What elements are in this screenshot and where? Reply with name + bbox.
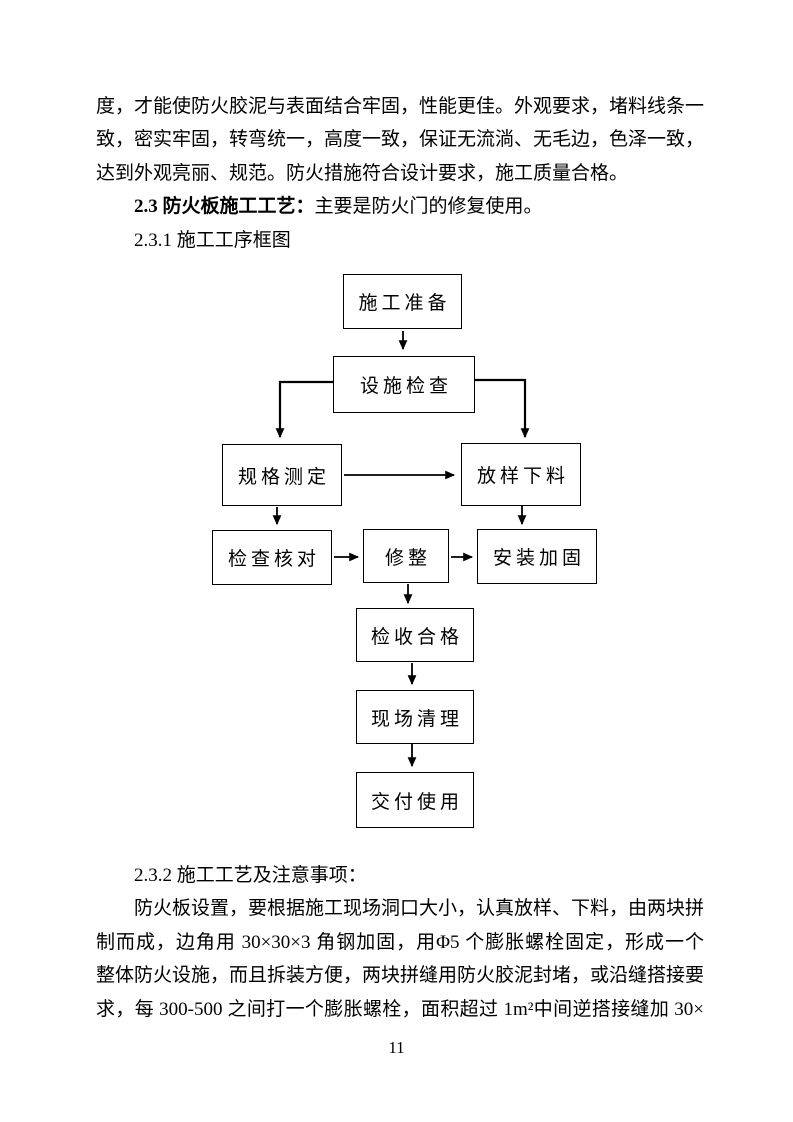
section-heading-2-3-2: 2.3.2 施工工艺及注意事项： [134,865,367,886]
section-heading-2-3: 2.3 防火板施工工艺：主要是防火门的修复使用。 [96,190,704,223]
flow-node-prep: 施工准备 [343,274,462,329]
flow-node-accept: 检收合格 [356,608,474,662]
paragraph-line: 度，才能使防火胶泥与表面结合牢固，性能更佳。外观要求，堵料线条一 [96,96,704,117]
bottom-text-block: 2.3.2 施工工艺及注意事项： 防火板设置，要根据施工现场洞口大小，认真放样、… [96,859,704,1026]
section-heading-2-3-bold: 2.3 防火板施工工艺： [134,196,315,218]
flow-node-cleanup: 现场清理 [356,690,474,744]
page-number: 11 [388,1038,405,1057]
paragraph-line: 求，每 300-500 之间打一个膨胀螺栓，面积超过 1m²中间逆搭接缝加 30… [96,998,704,1020]
top-text-block: 度，才能使防火胶泥与表面结合牢固，性能更佳。外观要求，堵料线条一 致，密实牢固，… [96,90,704,257]
flow-node-verify: 检查核对 [212,530,332,585]
arrow-inspect-to-loft [475,378,530,439]
flow-node-install: 安装加固 [477,529,597,584]
section-heading-2-3-rest: 主要是防火门的修复使用。 [314,196,543,218]
flow-node-deliver: 交付使用 [356,772,474,828]
arrow-inspect-to-measure [275,380,333,439]
paragraph-line: 整体防火设施，而且拆装方便，两块拼缝用防火胶泥封堵，或沿缝搭接要 [96,965,704,987]
paragraph-line: 制而成，边角用 30×30×3 角钢加固，用Φ5 个膨胀螺栓固定，形成一个 [96,931,704,953]
flow-node-loft: 放样下料 [461,443,581,506]
flow-node-inspect: 设施检查 [333,356,475,413]
flow-node-measure: 规格测定 [222,444,342,506]
paragraph-line: 致，密实牢固，转弯统一，高度一致，保证无流淌、无毛边，色泽一致， [96,129,704,151]
paragraph-line: 达到外观亮丽、规范。防火措施符合设计要求，施工质量合格。 [96,162,629,184]
paragraph-line: 防火板设置，要根据施工现场洞口大小，认真放样、下料，由两块拼 [134,898,704,920]
flow-node-trim: 修整 [363,529,449,583]
flowchart-connectors [272,331,530,768]
section-heading-2-3-1: 2.3.1 施工工序框图 [134,229,291,251]
